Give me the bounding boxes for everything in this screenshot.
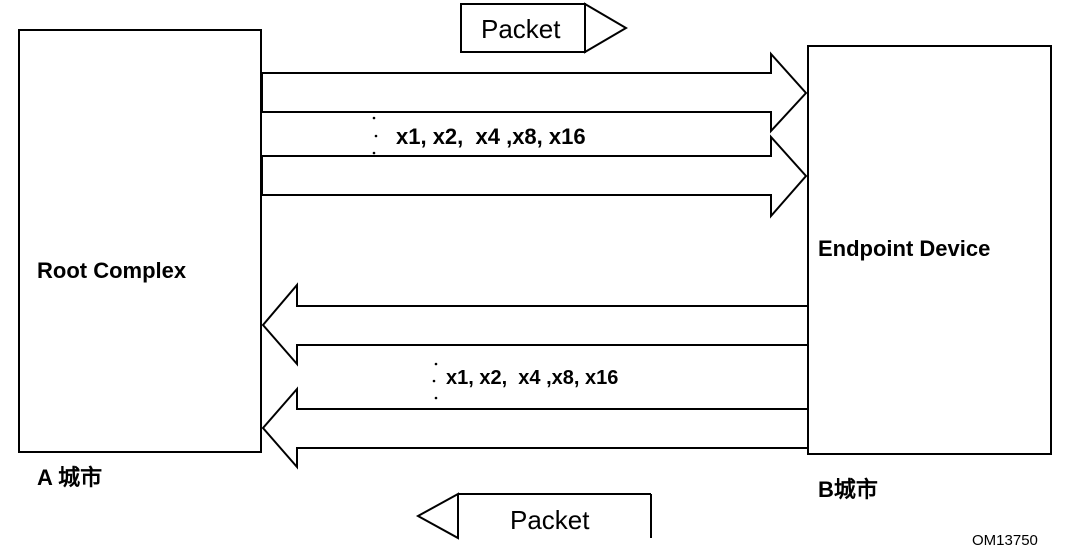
reverse-packet-arrowhead	[415, 492, 459, 540]
endpoint-device-box	[807, 45, 1052, 455]
reverse-packet-label: Packet	[510, 505, 590, 535]
forward-packet-arrowhead	[584, 2, 628, 54]
endpoint-device: Endpoint Device	[807, 45, 1052, 455]
forward-lane-dot-2	[374, 134, 378, 138]
reverse-packet: Packet	[415, 492, 652, 540]
forward-packet: Packet	[460, 2, 628, 54]
forward-lane-dot-1	[372, 116, 376, 120]
reverse-lanes: x1, x2, x4 ,x8, x16	[261, 282, 809, 470]
figure-id: OM13750	[972, 532, 1038, 549]
reverse-lane-dot-2	[432, 379, 436, 383]
forward-lane-arrow-1	[261, 51, 808, 134]
reverse-lane-dot-1	[434, 362, 438, 366]
forward-packet-body	[460, 3, 586, 53]
forward-lane-arrow-2	[261, 134, 808, 219]
endpoint-device-caption: B城市	[818, 477, 878, 502]
reverse-lane-arrow-2	[261, 386, 809, 470]
reverse-lanes-label: x1, x2, x4 ,x8, x16	[446, 367, 618, 389]
reverse-lane-dot-3	[434, 396, 438, 400]
forward-lanes-label: x1, x2, x4 ,x8, x16	[396, 124, 586, 149]
forward-packet-label: Packet	[481, 14, 561, 44]
root-complex: Root Complex	[18, 29, 262, 453]
endpoint-device-label: Endpoint Device	[818, 236, 990, 261]
root-complex-box	[18, 29, 262, 453]
root-complex-label: Root Complex	[37, 258, 187, 283]
forward-lane-dot-3	[372, 151, 376, 155]
reverse-lane-arrow-1	[261, 282, 809, 367]
forward-lanes: x1, x2, x4 ,x8, x16	[261, 51, 808, 219]
root-complex-caption: A 城市	[37, 465, 102, 490]
